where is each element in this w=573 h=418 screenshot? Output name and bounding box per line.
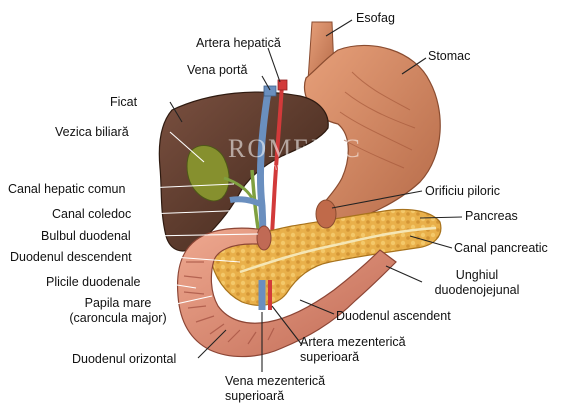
label-vena-mez-line2: superioară	[225, 389, 285, 403]
label-vena-porta: Vena portă	[187, 63, 248, 77]
label-papila-mare: Papila mare (caroncula major)	[56, 296, 180, 326]
label-papila-line1: Papila mare	[84, 296, 152, 310]
duodenum-shape	[176, 227, 397, 358]
label-duodenul-descendent: Duodenul descendent	[10, 250, 132, 264]
label-canal-coledoc: Canal coledoc	[52, 207, 132, 221]
duodenal-bulb-opening	[256, 225, 272, 251]
label-stomac: Stomac	[428, 49, 471, 63]
label-ficat: Ficat	[110, 95, 138, 109]
label-plicile-duodenale: Plicile duodenale	[46, 275, 141, 289]
pyloric-orifice	[315, 199, 337, 229]
leader-lines	[145, 19, 463, 372]
label-bulbul-duodenal: Bulbul duodenal	[41, 229, 131, 243]
label-orificiu-piloric: Orificiu piloric	[425, 184, 501, 198]
label-vezica-biliara: Vezica biliară	[55, 125, 129, 139]
label-duodenul-orizontal: Duodenul orizontal	[72, 352, 177, 366]
duodenal-folds	[183, 261, 275, 345]
watermark-site: www.romedic.ro	[268, 162, 333, 172]
label-artera-hepatica: Artera hepatică	[196, 36, 281, 50]
pancreatic-duct	[239, 226, 437, 274]
vein-branch	[229, 196, 262, 207]
label-canal-hepatic-comun: Canal hepatic comun	[8, 182, 126, 196]
label-canal-pancreatic: Canal pancreatic	[454, 241, 548, 255]
label-vena-mezenterica: Vena mezenterică superioară	[225, 374, 325, 404]
stomach-rugae	[339, 71, 416, 169]
label-vena-mez-line1: Vena mezenterică	[225, 374, 326, 388]
label-pancreas: Pancreas	[465, 209, 518, 223]
label-duodenul-ascendent: Duodenul ascendent	[336, 309, 451, 323]
label-esofag: Esofag	[356, 11, 395, 25]
label-artera-mez-line1: Artera mezenterică	[300, 335, 406, 349]
label-unghiul-duodenojejunal: Unghiul duodenojejunal	[424, 268, 530, 298]
liver-shape	[158, 91, 329, 252]
hepatic-artery-stub	[277, 79, 288, 91]
stomach-shape	[304, 44, 441, 227]
label-unghiul-line2: duodenojejunal	[434, 283, 520, 297]
label-papila-line2: (caroncula major)	[69, 311, 167, 325]
label-artera-mez-line2: superioară	[300, 350, 360, 364]
gallbladder-shape	[186, 144, 230, 202]
common-hepatic-duct	[223, 176, 254, 199]
portal-vein-stub	[263, 85, 277, 97]
label-artera-mezenterica: Artera mezenterică superioară	[300, 335, 406, 365]
watermark-logo: ROMEDIC	[228, 134, 362, 163]
label-unghiul-line1: Unghiul	[455, 268, 499, 282]
